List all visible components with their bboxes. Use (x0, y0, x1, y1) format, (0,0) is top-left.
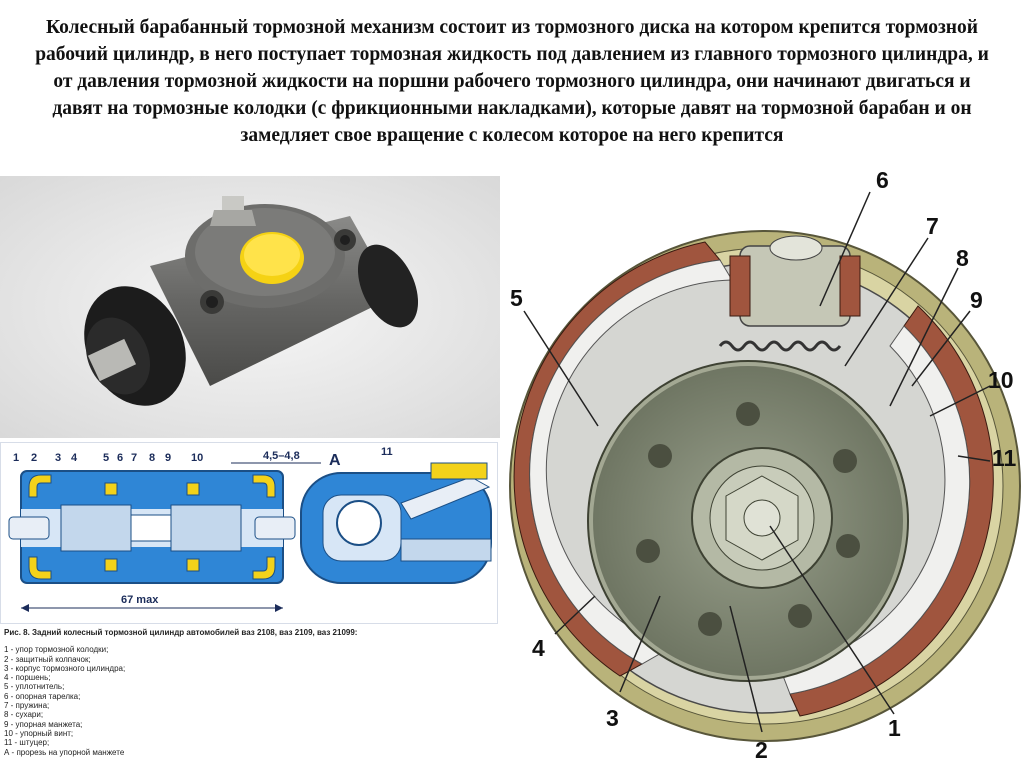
caption-item: 4 - поршень; (4, 673, 51, 683)
drum-label-8: 8 (956, 245, 969, 271)
wheel-cylinder-photo (0, 176, 500, 438)
cylinder-schematic: 67 max 4,5–4,8 1 2 3 4 5 6 7 8 9 10 11 A (0, 442, 498, 624)
drum-label-11: 11 (992, 445, 1017, 471)
drum-label-1: 1 (888, 715, 901, 741)
drum-label-2: 2 (755, 737, 768, 763)
caption-title: Рис. 8. Задний колесный тормозной цилинд… (4, 628, 358, 637)
schema-num-3: 3 (55, 452, 61, 464)
schema-num-11: 11 (381, 446, 393, 458)
drum-label-10: 10 (988, 367, 1014, 393)
caption-item: 5 - уплотнитель; (4, 682, 65, 692)
caption-item: 10 - упорный винт; (4, 728, 74, 738)
drum-label-4: 4 (532, 635, 545, 661)
caption-item: 1 - упор тормозной колодки; (4, 645, 109, 655)
caption-item: 2 - защитный колпачок; (4, 654, 91, 664)
caption-item: 11 - штуцер; (4, 738, 50, 748)
drum-label-5: 5 (510, 285, 523, 311)
dimension-top: 4,5–4,8 (263, 450, 300, 462)
section-label-a: A (329, 452, 341, 469)
drum-brake-diagram: 6 7 8 9 10 11 5 4 3 2 1 (509, 167, 1021, 763)
drum-label-6: 6 (876, 167, 889, 193)
caption-item: 7 - пружина; (4, 701, 50, 711)
drum-label-9: 9 (970, 287, 983, 313)
caption-item: 3 - корпус тормозного цилиндра; (4, 663, 126, 673)
schema-num-9: 9 (165, 452, 171, 464)
schema-num-6: 6 (117, 452, 123, 464)
dimension-bottom: 67 max (121, 594, 159, 606)
caption-item: 6 - опорная тарелка; (4, 691, 81, 701)
schema-num-10: 10 (191, 452, 203, 464)
figure-caption: Рис. 8. Задний колесный тормозной цилинд… (4, 628, 474, 757)
drum-label-7: 7 (926, 213, 939, 239)
drum-label-3: 3 (606, 705, 619, 731)
schema-num-2: 2 (31, 452, 37, 464)
schema-num-7: 7 (131, 452, 137, 464)
schema-num-8: 8 (149, 452, 155, 464)
schema-num-1: 1 (13, 452, 19, 464)
caption-item: 8 - сухари; (4, 710, 44, 720)
header-description: Колесный барабанный тормозной механизм с… (35, 17, 989, 146)
caption-item: А - прорезь на упорной манжете (4, 747, 125, 757)
caption-item: 9 - упорная манжета; (4, 719, 83, 729)
schema-num-4: 4 (71, 452, 78, 464)
schema-num-5: 5 (103, 452, 109, 464)
